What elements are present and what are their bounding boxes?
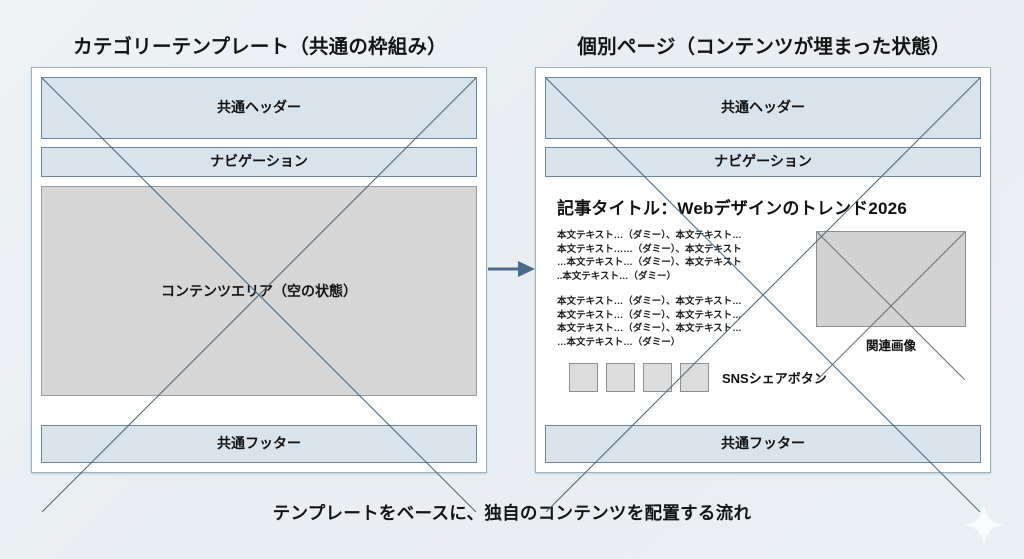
right-common-header-label: 共通ヘッダー [715,99,811,116]
sns-share-button[interactable] [606,363,635,392]
article-text-line: 本文テキスト…（ダミー）、本文テキスト… [557,230,742,241]
left-panel-body: 共通ヘッダー ナビゲーション コンテンツエリア（空の状態） [41,77,477,416]
left-footer-wrap: 共通フッター [41,425,477,463]
left-common-header-label: 共通ヘッダー [211,99,307,116]
right-navigation-box: ナビゲーション [545,147,981,177]
article-text-line: …本文テキスト…（ダミー） [557,336,681,348]
left-common-header-box: 共通ヘッダー [41,77,477,139]
article-text-line: 本文テキスト…（ダミー）、本文テキスト… [557,323,742,334]
right-arrow-icon [488,258,536,280]
right-common-header-box: 共通ヘッダー [545,77,981,139]
right-navigation-label: ナビゲーション [708,153,818,170]
bottom-caption: テンプレートをベースに、独自のコンテンツを配置する流れ [272,503,752,523]
empty-content-label: コンテンツエリア（空の状態） [161,283,357,299]
related-image-placeholder [816,231,966,327]
left-common-footer-box: 共通フッター [41,425,477,463]
right-common-footer-box: 共通フッター [545,425,981,463]
article-content-area: 記事タイトル：Webデザインのトレンド2026 本文テキスト…（ダミー）、本文テ… [545,186,981,396]
empty-content-area: コンテンツエリア（空の状態） [41,186,477,396]
left-navigation-label: ナビゲーション [204,153,314,170]
individual-page-panel: 共通ヘッダー ナビゲーション 記事タイトル：Webデザインのトレンド2026 本… [535,67,991,473]
article-text-line: 本文テキスト…（ダミー）、本文テキスト… [557,309,742,321]
sns-share-row: SNSシェアボタン [557,363,971,392]
article-text-line: 本文テキスト…（ダミー）、本文テキスト… [557,296,742,307]
sns-share-button[interactable] [643,363,672,392]
article-text-line: 本文テキスト……（ダミー）、本文テキスト [557,243,742,255]
left-panel-title: カテゴリーテンプレート（共通の枠組み） [73,36,447,58]
cross-lines-icon [42,78,476,512]
right-common-footer-label: 共通フッター [715,435,811,452]
sns-share-button[interactable] [680,363,709,392]
article-text-line: …本文テキスト…（ダミー）、本文テキスト [557,257,742,268]
article-title: 記事タイトル：Webデザインのトレンド2026 [557,199,907,218]
article-text-line: ..本文テキスト…（ダミー） [557,270,676,282]
cross-lines-icon [546,78,980,512]
article-paragraph: 本文テキスト…（ダミー）、本文テキスト… 本文テキスト……（ダミー）、本文テキス… [557,229,802,283]
right-footer-wrap: 共通フッター [545,425,981,463]
cross-lines-icon [817,232,965,380]
related-image-column: 関連画像 [816,229,966,361]
article-paragraph: 本文テキスト…（ダミー）、本文テキスト… 本文テキスト…（ダミー）、本文テキスト… [557,295,802,349]
right-panel-body: 共通ヘッダー ナビゲーション 記事タイトル：Webデザインのトレンド2026 本… [545,77,981,416]
sns-share-button[interactable] [569,363,598,392]
related-image-caption: 関連画像 [865,339,916,353]
left-common-footer-label: 共通フッター [211,435,307,452]
category-template-panel: 共通ヘッダー ナビゲーション コンテンツエリア（空の状態） 共通フッター [31,67,487,473]
sns-share-label: SNSシェアボタン [722,371,827,386]
article-body-text: 本文テキスト…（ダミー）、本文テキスト… 本文テキスト……（ダミー）、本文テキス… [557,229,802,361]
right-panel-title: 個別ページ（コンテンツが埋まった状態） [577,36,951,58]
left-navigation-box: ナビゲーション [41,147,477,177]
